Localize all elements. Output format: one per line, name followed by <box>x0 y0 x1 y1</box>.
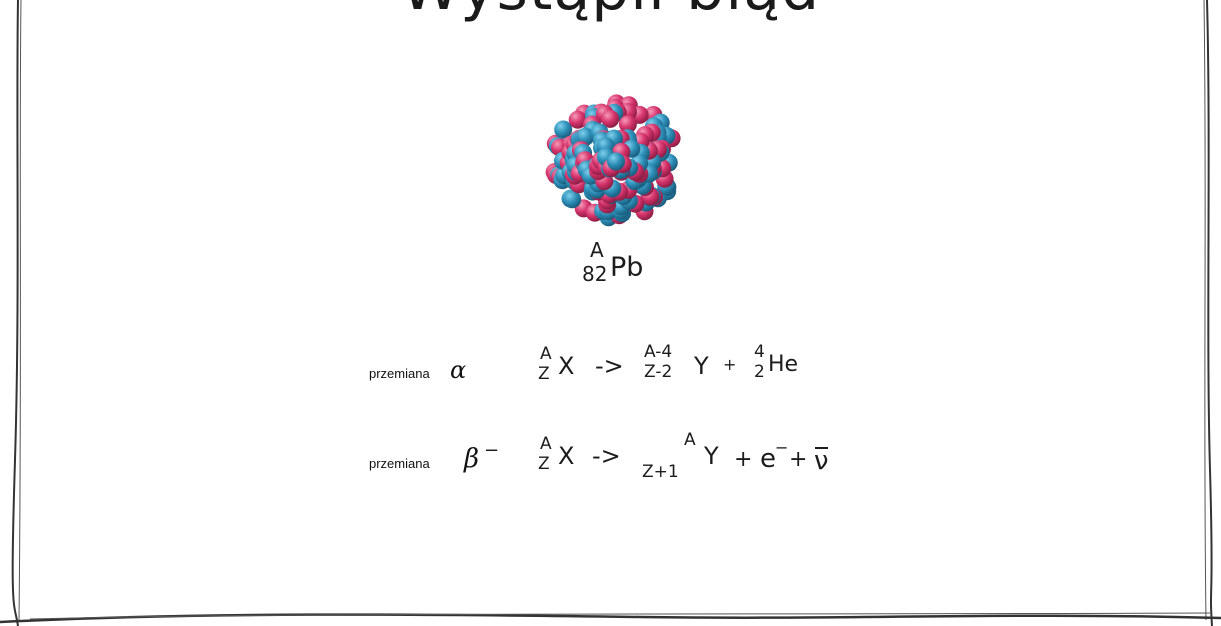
alpha-particle-z: 2 <box>754 362 765 382</box>
nucleon <box>618 115 637 134</box>
alpha-symbol: α <box>450 356 467 384</box>
nucleon <box>607 152 625 171</box>
lead-symbol: Pb <box>610 252 644 283</box>
alpha-arrow: -> <box>595 352 624 380</box>
beta-daughter-mass: A <box>684 430 696 450</box>
electron-symbol: e <box>760 444 776 474</box>
alpha-daughter-symbol: Y <box>694 352 709 380</box>
beta-label: przemiana <box>369 456 430 471</box>
alpha-daughter-z: Z-2 <box>644 362 673 382</box>
alpha-particle-mass: 4 <box>754 342 765 362</box>
alpha-parent-symbol: X <box>558 352 575 380</box>
alpha-particle-symbol: He <box>768 352 799 377</box>
beta-parent-mass: A <box>540 434 552 454</box>
beta-plus-1: + <box>734 447 753 472</box>
beta-daughter: A Z+1 Y <box>640 430 720 490</box>
alpha-daughter-mass: A-4 <box>644 342 673 362</box>
beta-symbol: β <box>464 444 480 474</box>
beta-daughter-z: Z+1 <box>642 462 679 482</box>
antineutrino-symbol: ν <box>814 446 829 476</box>
beta-symbol-charge: − <box>484 440 500 461</box>
alpha-label: przemiana <box>369 366 430 381</box>
alpha-parent-z: Z <box>538 364 550 384</box>
beta-parent-symbol: X <box>558 442 575 470</box>
beta-arrow: -> <box>592 442 621 470</box>
lead-mass-number: A <box>590 238 604 262</box>
nucleon <box>554 120 573 139</box>
nucleon <box>601 109 620 128</box>
alpha-daughter: A-4 Z-2 Y <box>640 342 720 392</box>
beta-parent: A Z X <box>536 434 586 484</box>
alpha-plus: + <box>723 355 737 374</box>
electron-charge: − <box>775 438 789 457</box>
beta-parent-z: Z <box>538 454 550 474</box>
lead-isotope: A 82 Pb <box>580 238 670 298</box>
alpha-particle: 4 2 He <box>752 342 822 392</box>
antineutrino-bar <box>815 447 828 449</box>
nucleon <box>563 190 582 209</box>
nucleus-icon <box>545 94 681 227</box>
alpha-parent-mass: A <box>540 344 552 364</box>
beta-daughter-symbol: Y <box>704 442 719 470</box>
alpha-parent: A Z X <box>536 344 586 394</box>
lead-atomic-number: 82 <box>582 262 608 286</box>
nucleon <box>568 110 587 129</box>
beta-plus-2: + <box>789 447 808 472</box>
page-title: Wystąpił błąd <box>0 0 1221 24</box>
